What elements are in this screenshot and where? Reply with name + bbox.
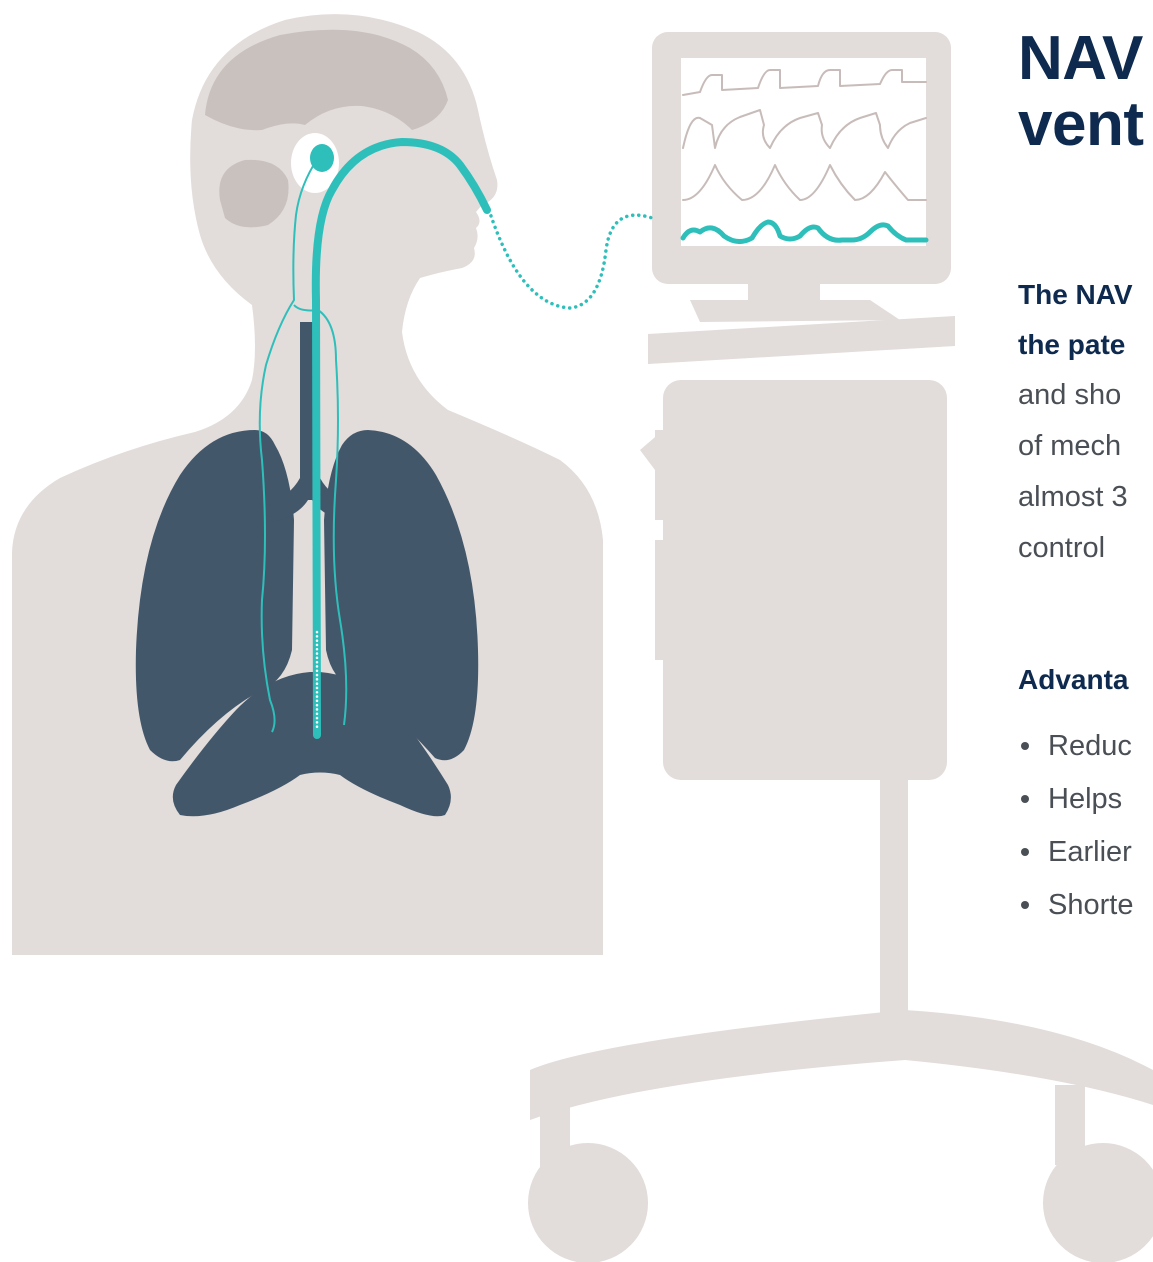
advantages-heading: Advanta [1018,660,1128,700]
advantage-label: Helps [1048,783,1122,815]
page-title: NAV vent [1018,26,1143,158]
intro-line: of mech [1018,421,1128,472]
advantage-label: Shorte [1048,889,1133,921]
intro-text: and sho of mech almost 3 control [1018,370,1128,574]
ventilator-body [663,380,947,780]
ventilator-cable [489,210,652,308]
ventilator-arm [648,316,955,364]
intro-bold-text: The NAV the pate [1018,270,1133,370]
ventilator [528,32,1153,1262]
page-title-line: vent [1018,92,1143,158]
page-title-line: NAV [1018,26,1143,92]
ventilator-side-panel [655,540,671,660]
advantage-item: Helps [1018,773,1133,826]
intro-line: and sho [1018,370,1128,421]
advantage-label: Earlier [1048,836,1132,868]
arm-connector [690,300,900,322]
advantage-item: Shorte [1018,879,1133,932]
intro-line: almost 3 [1018,472,1128,523]
intro-bold-line: The NAV [1018,270,1133,320]
advantage-item: Reduc [1018,720,1133,773]
bullet-icon [1021,901,1029,909]
intro-bold-line: the pate [1018,320,1133,370]
bullet-icon [1021,742,1029,750]
brain-node [310,144,334,172]
monitor-neck [748,282,820,302]
bullet-icon [1021,848,1029,856]
ventilator-pole [880,770,908,1020]
advantages-list: Reduc Helps Earlier Shorte [1018,720,1133,932]
intro-line: control [1018,523,1128,574]
bullet-icon [1021,795,1029,803]
patient-figure [12,14,603,955]
advantage-item: Earlier [1018,826,1133,879]
advantage-label: Reduc [1048,730,1132,762]
caster-wheel [528,1143,648,1262]
